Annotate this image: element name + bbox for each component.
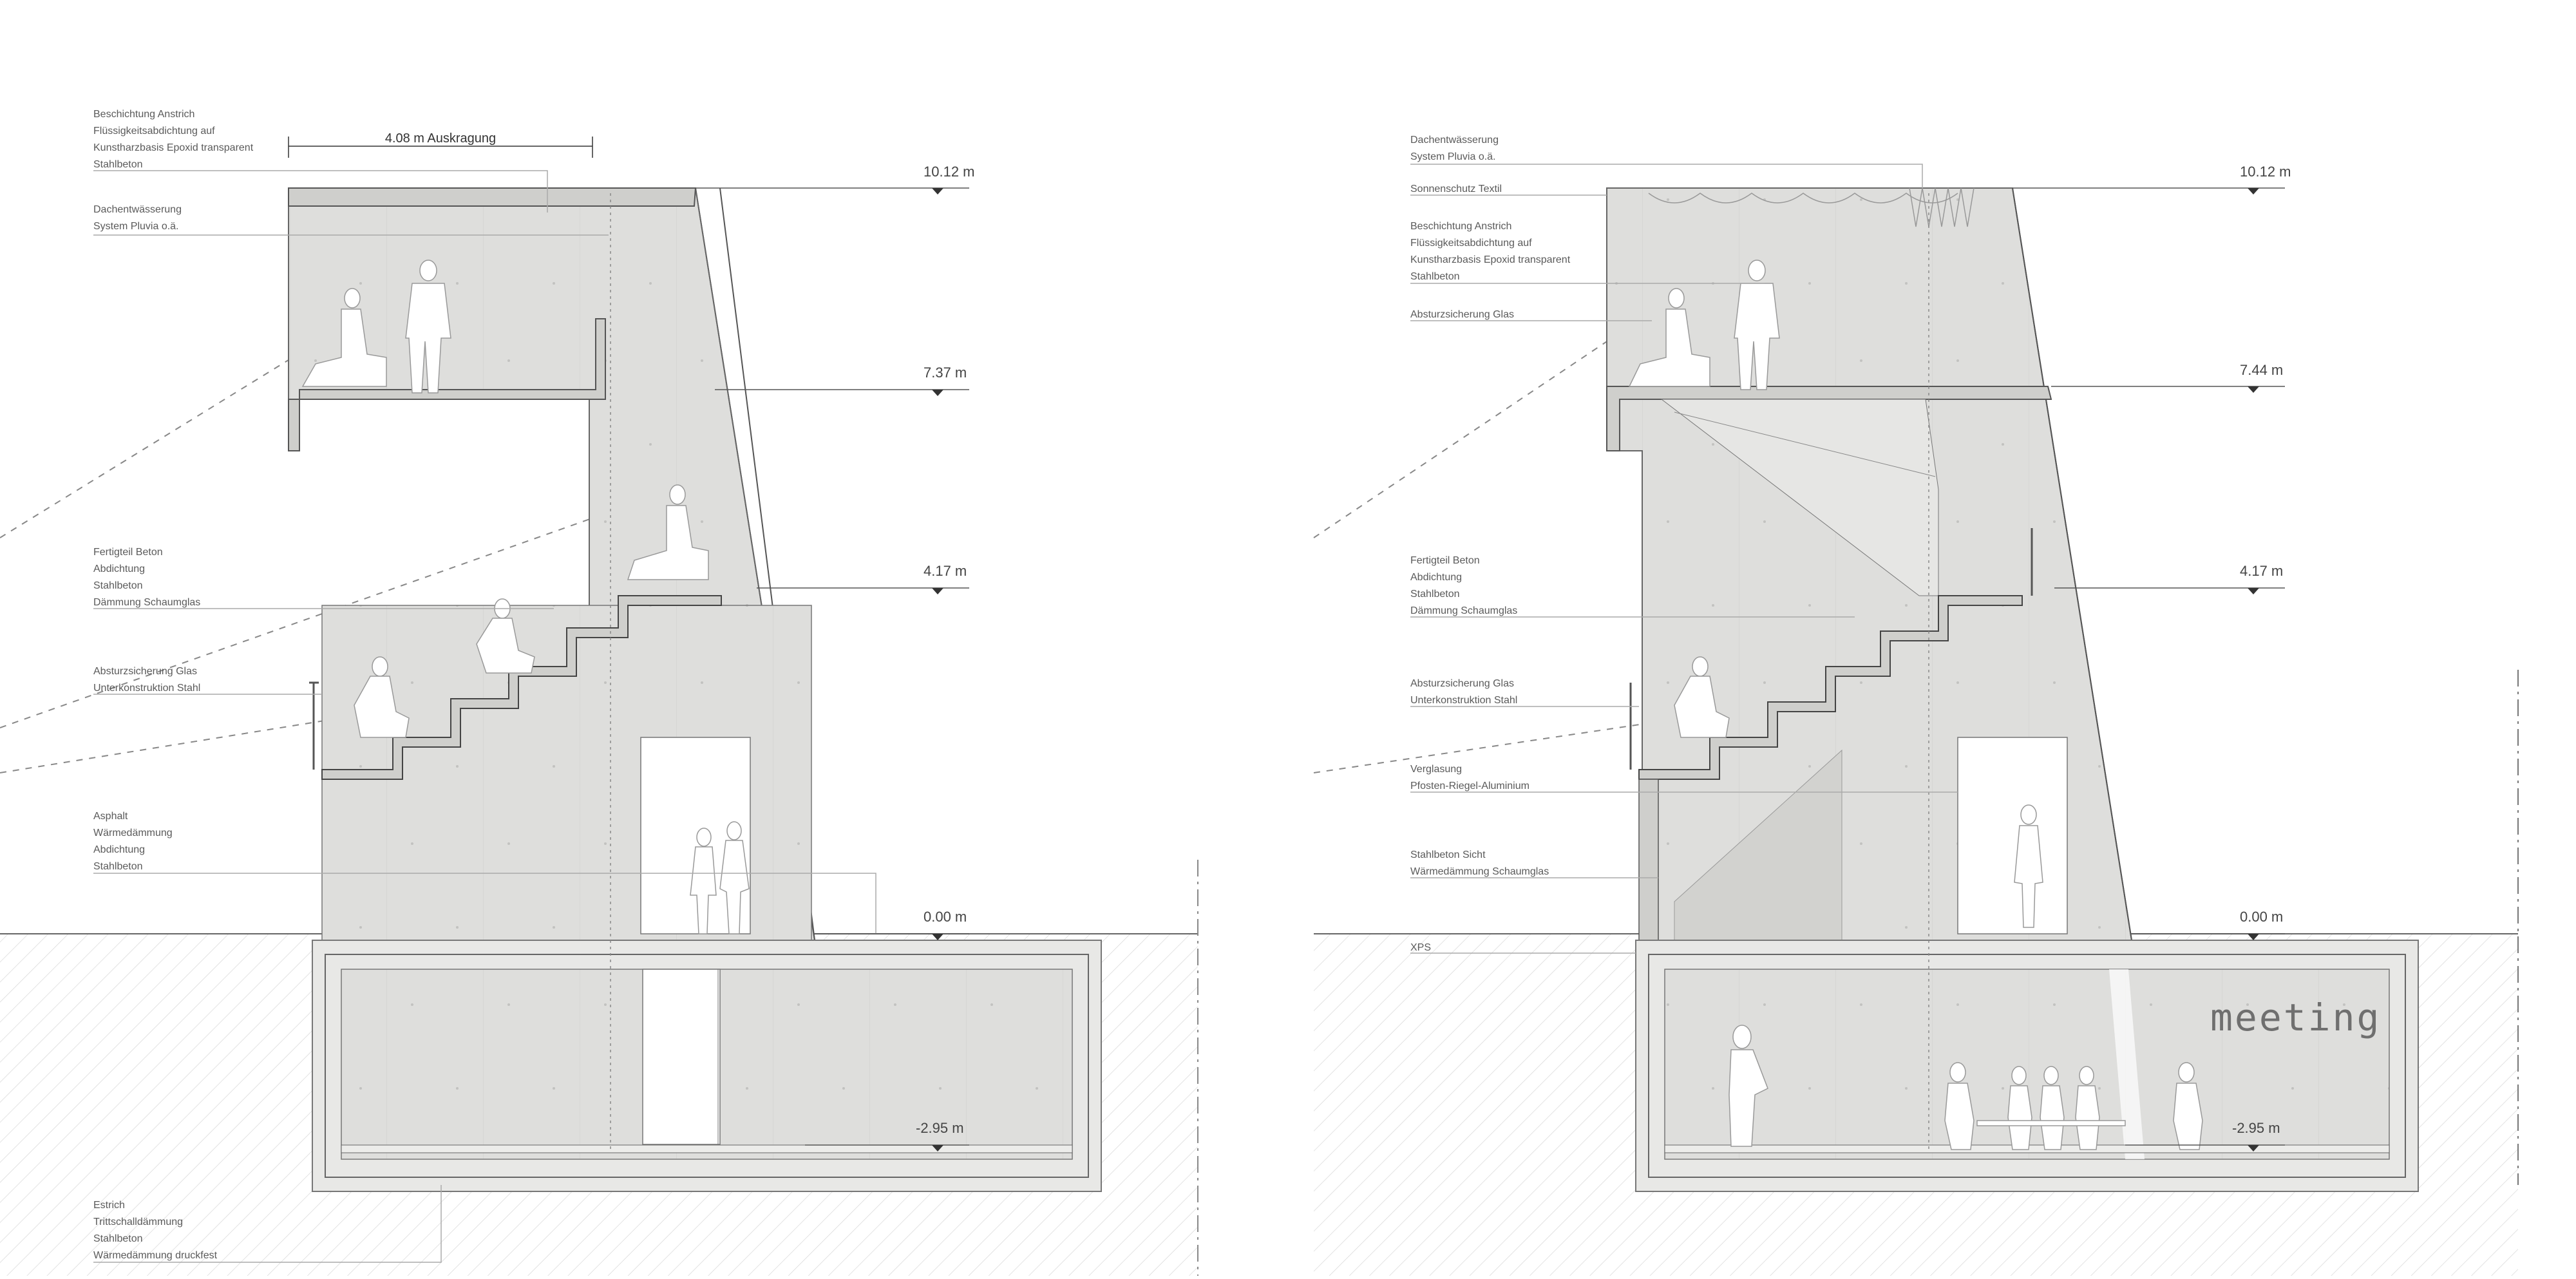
right-xps-annotation: XPS <box>1410 942 1431 953</box>
level-left-295: -2.95 m <box>916 1120 964 1136</box>
level-left-000: 0.00 m <box>923 909 967 925</box>
left-drainage-annotation: Dachentwässerung System Pluvia o.ä. <box>93 204 184 232</box>
level-right-744: 7.44 m <box>2240 362 2283 378</box>
left-ground-annotation: Asphalt Wärmedämmung Abdichtung Stahlbet… <box>93 811 175 872</box>
right-roof-annotation: Beschichtung Anstrich Flüssigkeitsabdich… <box>1410 221 1573 282</box>
level-left-1012: 10.12 m <box>923 164 975 180</box>
left-railing-annotation: Absturzsicherung Glas Unterkonstruktion … <box>93 666 200 694</box>
right-drainage-annotation: Dachentwässerung System Pluvia o.ä. <box>1410 135 1501 162</box>
level-left-737: 7.37 m <box>923 365 967 381</box>
level-right-000: 0.00 m <box>2240 909 2283 925</box>
right-tribune-annotation: Fertigteil Beton Abdichtung Stahlbeton D… <box>1410 555 1517 616</box>
left-floor-annotation: Estrich Trittschalldämmung Stahlbeton Wä… <box>93 1200 218 1261</box>
right-building: meeting <box>1313 135 2419 1192</box>
level-right-1012: 10.12 m <box>2240 164 2291 180</box>
right-sunshade-annotation: Sonnenschutz Textil <box>1410 184 1502 194</box>
right-railing-annotation: Absturzsicherung Glas Unterkonstruktion … <box>1410 678 1517 706</box>
room-label-meeting: meeting <box>2210 996 2381 1039</box>
left-building: 4.08 m Auskragung 10.12 m 7.37 m 4.17 m … <box>0 109 1102 1263</box>
right-level-markers <box>2012 187 2285 1151</box>
level-right-417: 4.17 m <box>2240 563 2283 579</box>
right-wall-annotation: Stahlbeton Sicht Wärmedämmung Schaumglas <box>1410 849 1549 877</box>
level-left-417: 4.17 m <box>923 563 967 579</box>
right-upper-railing-annotation: Absturzsicherung Glas <box>1410 309 1514 320</box>
right-glazing-annotation: Verglasung Pfosten-Riegel-Aluminium <box>1410 764 1530 791</box>
cantilever-dimension-text: 4.08 m Auskragung <box>385 131 496 146</box>
left-roof-annotation: Beschichtung Anstrich Flüssigkeitsabdich… <box>93 109 256 170</box>
left-level-markers <box>696 187 969 1151</box>
left-tribune-annotation: Fertigteil Beton Abdichtung Stahlbeton D… <box>93 547 200 608</box>
level-right-295: -2.95 m <box>2232 1120 2280 1136</box>
